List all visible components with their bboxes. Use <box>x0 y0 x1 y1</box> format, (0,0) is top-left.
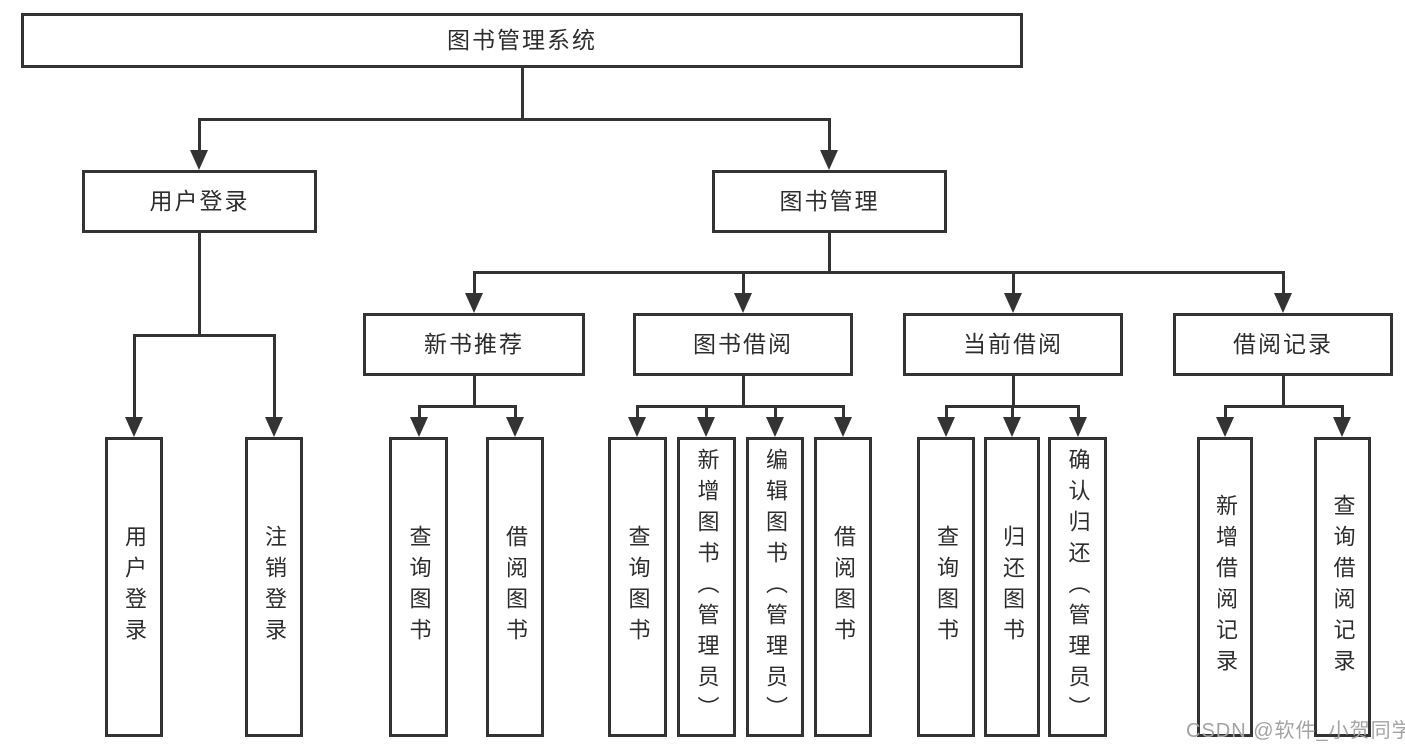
node-label-leaf-query-borrow-record: 查询借阅记录 <box>1330 494 1356 680</box>
connector-line <box>635 404 845 408</box>
node-label-user-login: 用户登录 <box>149 188 250 214</box>
node-leaf-add-book: 新增图书（管理员） <box>677 437 736 737</box>
connector-line <box>132 333 276 337</box>
node-label-leaf-query-book-3: 查询图书 <box>934 525 959 649</box>
node-label-current-borrow: 当前借阅 <box>963 331 1063 357</box>
connector-line <box>1281 272 1285 307</box>
connector-line <box>1223 404 1344 408</box>
connector-line <box>741 272 745 307</box>
arrow-down-icon <box>628 417 646 437</box>
connector-line <box>520 68 524 119</box>
node-label-leaf-user-login: 用户登录 <box>122 525 147 649</box>
connector-line <box>1011 376 1015 406</box>
node-label-leaf-borrow-book-1: 借阅图书 <box>503 525 528 649</box>
connector-line <box>132 335 136 431</box>
node-label-leaf-add-book: 新增图书（管理员） <box>694 447 720 727</box>
node-user-login: 用户登录 <box>82 170 317 233</box>
node-label-book-management: 图书管理 <box>779 188 880 214</box>
node-label-leaf-edit-book: 编辑图书（管理员） <box>763 447 788 727</box>
node-label-borrow-records: 借阅记录 <box>1233 331 1333 357</box>
watermark: CSDN @软件_小贺同学 <box>1186 720 1405 742</box>
node-label-leaf-query-book-2: 查询图书 <box>625 525 651 649</box>
node-label-leaf-borrow-book-2: 借阅图书 <box>831 525 856 649</box>
node-leaf-return-book: 归还图书 <box>984 437 1040 737</box>
connector-line <box>197 117 831 121</box>
node-current-borrow: 当前借阅 <box>903 313 1123 376</box>
arrow-down-icon <box>937 417 955 437</box>
arrow-down-icon <box>1216 417 1234 437</box>
node-label-new-book-recommend: 新书推荐 <box>424 331 524 357</box>
node-leaf-logout: 注销登录 <box>245 437 303 737</box>
connector-line <box>741 376 745 406</box>
node-book-borrow: 图书借阅 <box>633 313 853 376</box>
connector-line <box>827 119 831 164</box>
node-new-book-recommend: 新书推荐 <box>363 313 585 376</box>
connector-line <box>197 119 201 164</box>
arrow-down-icon <box>506 417 524 437</box>
connector-line <box>472 270 1285 274</box>
node-label-leaf-query-book-1: 查询图书 <box>406 525 432 649</box>
connector-line <box>472 376 476 406</box>
arrow-down-icon <box>734 293 752 313</box>
node-label-leaf-confirm-return: 确认归还（管理员） <box>1065 447 1091 727</box>
node-leaf-borrow-book-1: 借阅图书 <box>486 437 544 737</box>
node-leaf-query-book-3: 查询图书 <box>917 437 975 737</box>
node-leaf-query-book-2: 查询图书 <box>608 437 667 737</box>
node-label-leaf-add-borrow-record: 新增借阅记录 <box>1213 494 1238 680</box>
arrow-down-icon <box>1274 293 1292 313</box>
arrow-down-icon <box>834 417 852 437</box>
node-label-book-borrow: 图书借阅 <box>693 331 793 357</box>
node-leaf-confirm-return: 确认归还（管理员） <box>1048 437 1107 737</box>
connector-line <box>827 233 831 272</box>
arrow-down-icon <box>1069 417 1087 437</box>
node-root: 图书管理系统 <box>21 13 1023 68</box>
node-borrow-records: 借阅记录 <box>1173 313 1393 376</box>
node-book-management: 图书管理 <box>712 170 947 233</box>
arrow-down-icon <box>820 150 838 170</box>
arrow-down-icon <box>766 417 784 437</box>
connector-line <box>472 272 476 307</box>
connector-line <box>272 335 276 431</box>
node-label-leaf-logout: 注销登录 <box>262 525 287 649</box>
arrow-down-icon <box>190 150 208 170</box>
node-leaf-add-borrow-record: 新增借阅记录 <box>1197 437 1253 737</box>
node-leaf-query-borrow-record: 查询借阅记录 <box>1314 437 1371 737</box>
connector-line <box>197 233 201 335</box>
arrow-down-icon <box>1004 293 1022 313</box>
arrow-down-icon <box>465 293 483 313</box>
connector-line <box>1281 376 1285 406</box>
arrow-down-icon <box>1333 417 1351 437</box>
arrow-down-icon <box>410 417 428 437</box>
node-leaf-edit-book: 编辑图书（管理员） <box>746 437 804 737</box>
node-label-root: 图书管理系统 <box>447 27 597 53</box>
node-leaf-borrow-book-2: 借阅图书 <box>814 437 872 737</box>
node-label-leaf-return-book: 归还图书 <box>1000 525 1025 649</box>
connector-line <box>1011 272 1015 307</box>
node-leaf-query-book-1: 查询图书 <box>389 437 448 737</box>
arrow-down-icon <box>697 417 715 437</box>
connector-line <box>417 404 517 408</box>
node-leaf-user-login: 用户登录 <box>105 437 163 737</box>
arrow-down-icon <box>125 417 143 437</box>
arrow-down-icon <box>1003 417 1021 437</box>
arrow-down-icon <box>265 417 283 437</box>
